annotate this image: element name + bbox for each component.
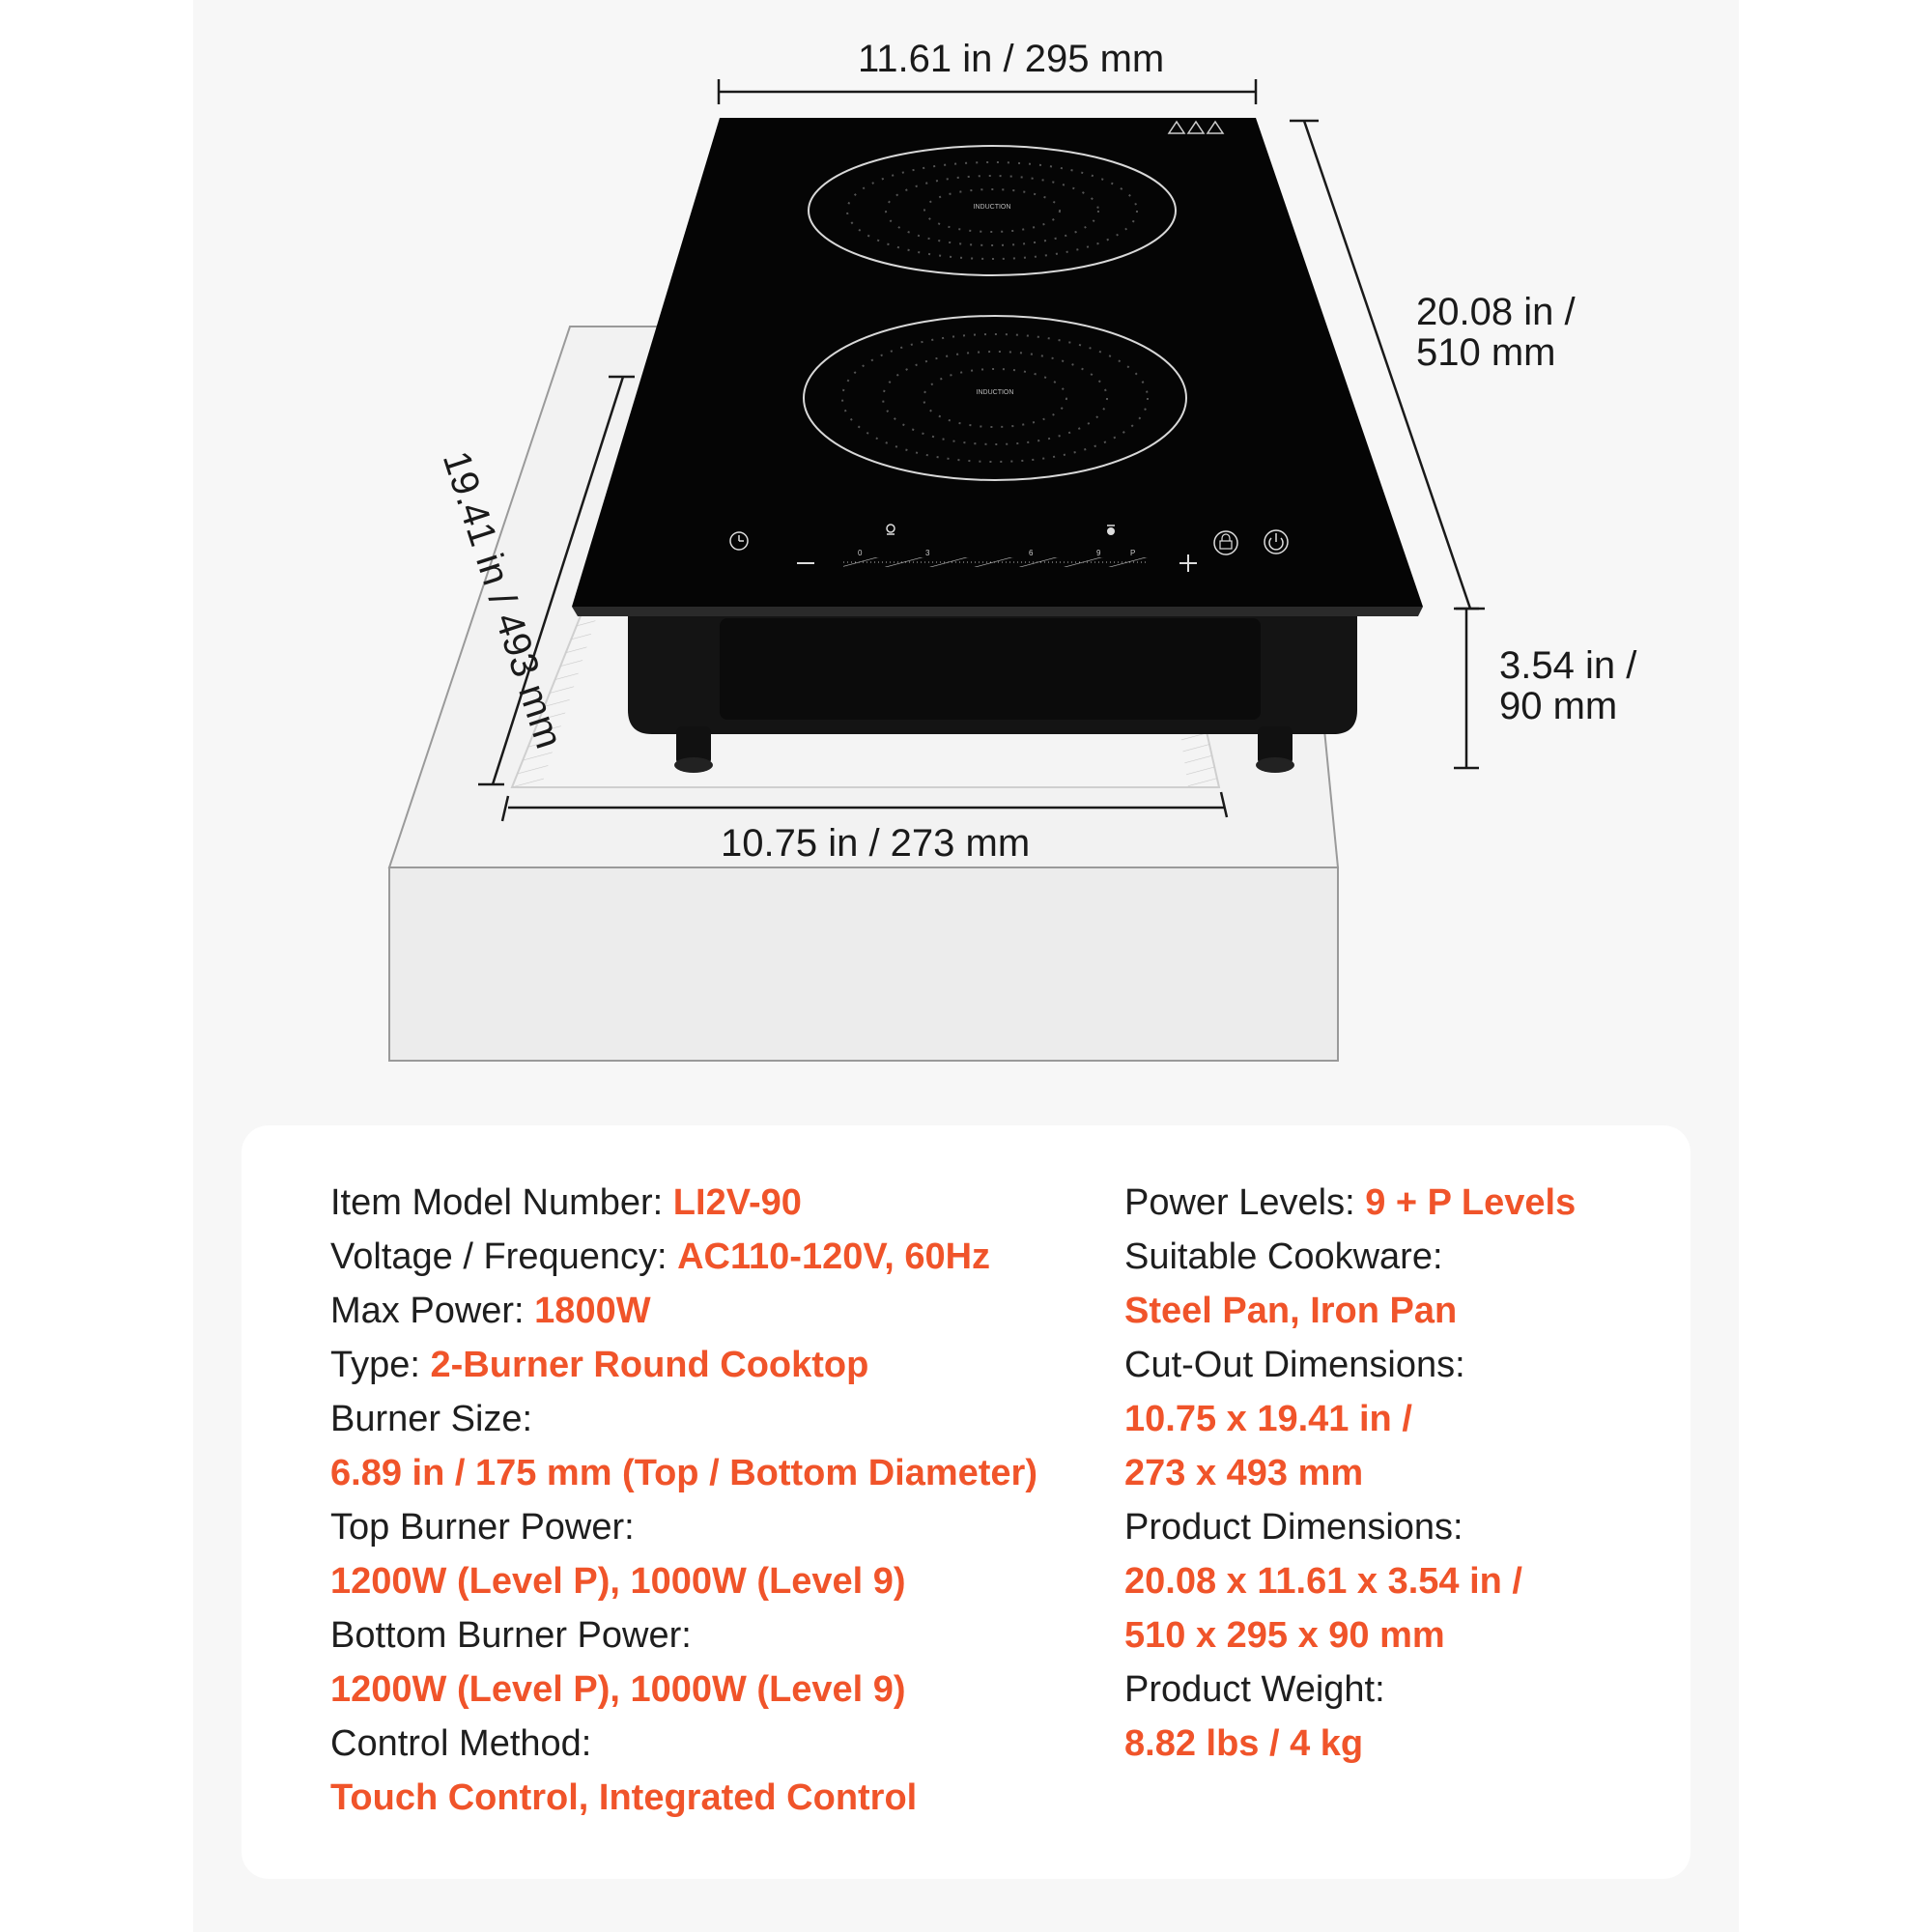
spec-burner-size-label: Burner Size: — [330, 1399, 533, 1439]
height-label-line2: 90 mm — [1499, 685, 1618, 727]
spec-max-power: Max Power: 1800W — [330, 1291, 651, 1331]
top-width-label: 11.61 in / 295 mm — [858, 38, 1165, 80]
spec-top-burner-power-label: Top Burner Power: — [330, 1507, 635, 1548]
slider-tick-3: 3 — [925, 549, 930, 557]
spec-voltage-frequency: Voltage / Frequency: AC110-120V, 60Hz — [330, 1236, 991, 1277]
warning-icons — [1167, 120, 1225, 134]
cooktop-dimension-diagram: INDUCTION INDUCTION — [387, 79, 1485, 1062]
burner-select-top-icon[interactable] — [886, 524, 895, 535]
specs-left-column: Item Model Number: LI2V-90 Voltage / Fre… — [330, 1176, 1037, 1825]
specifications-card: Item Model Number: LI2V-90 Voltage / Fre… — [242, 1125, 1690, 1879]
warning-icon-1 — [1167, 120, 1186, 134]
power-slider[interactable]: 0 3 6 9 P — [843, 549, 1148, 567]
spec-product-dimensions-value-1: 20.08 x 11.61 x 3.54 in / — [1124, 1561, 1522, 1602]
cooktop-body — [628, 611, 1357, 773]
length-label-line1: 20.08 in / — [1416, 291, 1576, 333]
slider-tick-9: 9 — [1096, 549, 1101, 557]
spec-bottom-burner-power-label: Bottom Burner Power: — [330, 1615, 692, 1656]
spec-weight-label: Product Weight: — [1124, 1669, 1385, 1710]
slider-tick-0: 0 — [858, 549, 863, 557]
specs-right-column: Power Levels: 9 + P Levels Suitable Cook… — [1124, 1176, 1576, 1771]
slider-tick-p: P — [1130, 549, 1135, 557]
spec-cutout-dimensions-value-1: 10.75 x 19.41 in / — [1124, 1399, 1412, 1439]
warning-icon-3 — [1206, 120, 1225, 134]
spec-power-levels: Power Levels: 9 + P Levels — [1124, 1182, 1577, 1223]
power-icon[interactable] — [1264, 529, 1289, 554]
spec-cutout-dimensions-label: Cut-Out Dimensions: — [1124, 1345, 1465, 1385]
spec-cookware-value: Steel Pan, Iron Pan — [1124, 1291, 1458, 1331]
spec-top-burner-power-value: 1200W (Level P), 1000W (Level 9) — [330, 1561, 906, 1602]
spec-model-number: Item Model Number: LI2V-90 — [330, 1182, 802, 1223]
spec-weight-value: 8.82 lbs / 4 kg — [1124, 1723, 1364, 1764]
spec-control-method-label: Control Method: — [330, 1723, 592, 1764]
slider-tick-6: 6 — [1029, 549, 1034, 557]
spec-burner-size-value: 6.89 in / 175 mm (Top / Bottom Diameter) — [330, 1453, 1038, 1493]
cutout-width-label: 10.75 in / 273 mm — [721, 822, 1031, 865]
bottom-burner: INDUCTION — [803, 315, 1187, 481]
spec-cookware-label: Suitable Cookware: — [1124, 1236, 1443, 1277]
top-burner-label: INDUCTION — [974, 204, 1011, 211]
cooktop-glass — [572, 118, 1423, 616]
plus-icon[interactable] — [1179, 554, 1197, 572]
spec-control-method-value: Touch Control, Integrated Control — [330, 1777, 918, 1818]
spec-type: Type: 2-Burner Round Cooktop — [330, 1345, 869, 1385]
control-panel: 0 3 6 9 P — [729, 524, 1289, 572]
burner-select-bottom-icon[interactable] — [1107, 525, 1115, 535]
length-label-line2: 510 mm — [1416, 331, 1556, 374]
timer-icon[interactable] — [729, 531, 749, 551]
top-burner: INDUCTION — [808, 145, 1177, 276]
bottom-burner-label: INDUCTION — [977, 389, 1014, 396]
spec-product-dimensions-value-2: 510 x 295 x 90 mm — [1124, 1615, 1445, 1656]
warning-icon-2 — [1186, 120, 1206, 134]
dimension-lines — [478, 79, 1485, 822]
height-label-line1: 3.54 in / — [1499, 644, 1637, 687]
lock-icon[interactable] — [1213, 530, 1238, 555]
spec-bottom-burner-power-value: 1200W (Level P), 1000W (Level 9) — [330, 1669, 906, 1710]
spec-product-dimensions-label: Product Dimensions: — [1124, 1507, 1463, 1548]
spec-cutout-dimensions-value-2: 273 x 493 mm — [1124, 1453, 1364, 1493]
